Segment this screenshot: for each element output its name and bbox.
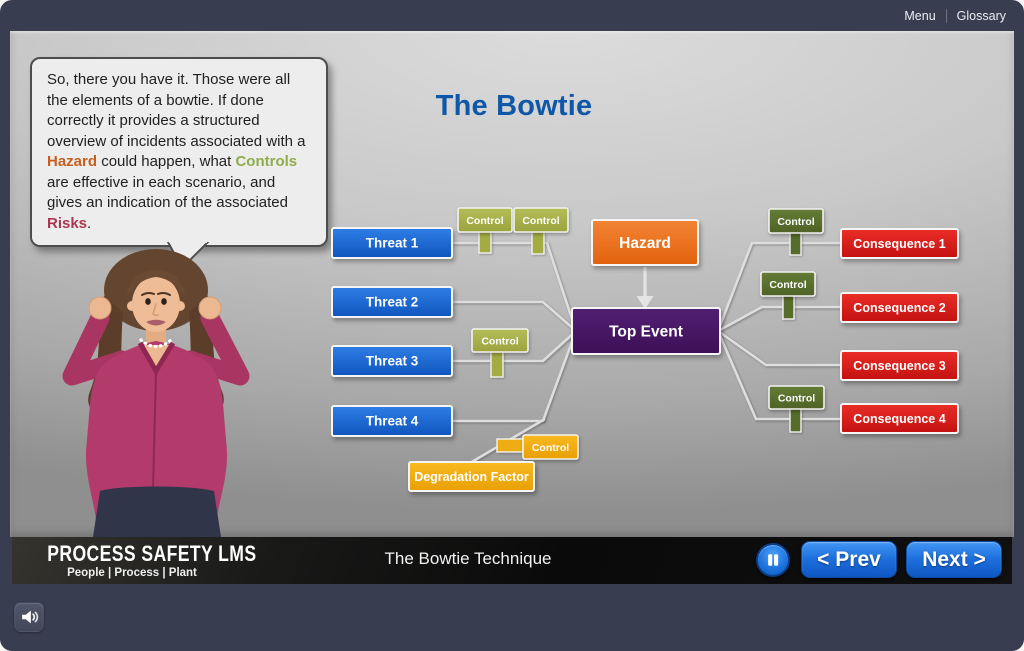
- narration-controls-word: Controls: [235, 153, 298, 171]
- connector-threat-2: [452, 300, 577, 332]
- top-bar: Menu Glossary: [0, 0, 1024, 31]
- consequence-4-box: Consequence 4: [840, 403, 959, 434]
- svg-text:Control: Control: [522, 215, 559, 227]
- control-box-degradation: Control: [522, 434, 579, 460]
- threat-4-box: Threat 4: [331, 405, 453, 437]
- barrier-stem-right-4: [789, 406, 802, 433]
- consequence-2-box: Consequence 2: [840, 292, 959, 323]
- svg-text:Degradation Factor: Degradation Factor: [414, 470, 529, 484]
- lesson-title: The Bowtie Technique: [384, 549, 552, 568]
- menu-button[interactable]: Menu: [904, 8, 936, 23]
- threat-3-box: Threat 3: [331, 345, 453, 377]
- barrier-stem-degradation: [496, 438, 524, 453]
- threat-1-box: Threat 1: [331, 227, 453, 259]
- svg-text:Control: Control: [532, 442, 569, 454]
- svg-text:Threat 1: Threat 1: [366, 236, 419, 251]
- svg-text:Control: Control: [777, 216, 814, 228]
- bottom-bar: PROCESS SAFETY LMS People | Process | Pl…: [12, 537, 1012, 584]
- narration-hazard-word: Hazard: [47, 153, 98, 171]
- pause-button[interactable]: [756, 543, 790, 577]
- consequence-3-box: Consequence 3: [840, 350, 959, 381]
- narration-text: So, there you have it. Those were all th…: [47, 71, 306, 150]
- control-box-left-3: Control: [471, 328, 529, 353]
- svg-text:Consequence 4: Consequence 4: [853, 412, 945, 426]
- brand-name: PROCESS SAFETY LMS: [47, 541, 257, 566]
- connector-consequence-4: [716, 330, 842, 421]
- svg-text:Control: Control: [466, 215, 503, 227]
- barrier-stem-left-3: [490, 349, 504, 378]
- control-box-right-4: Control: [768, 385, 825, 410]
- connector-threat-1: [452, 241, 578, 332]
- glossary-button[interactable]: Glossary: [956, 8, 1006, 23]
- narration-text: .: [87, 214, 92, 232]
- narration-text: are effective in each scenario, and give…: [47, 173, 288, 212]
- connector-consequence-3: [717, 329, 842, 367]
- hazard-box: Hazard: [591, 219, 699, 266]
- control-box-right-2: Control: [760, 271, 816, 297]
- svg-text:Threat 3: Threat 3: [366, 354, 419, 369]
- audio-button[interactable]: [14, 602, 44, 632]
- svg-text:Control: Control: [769, 279, 806, 291]
- svg-text:Consequence 2: Consequence 2: [853, 301, 945, 315]
- svg-text:Control: Control: [481, 336, 518, 348]
- barrier-stem-right-2: [782, 293, 795, 320]
- narration-text: could happen, what: [97, 153, 236, 171]
- hazard-arrow: [636, 267, 654, 309]
- svg-text:Top Event: Top Event: [609, 324, 683, 341]
- connector-threat-3: [452, 330, 577, 363]
- prev-button[interactable]: < Prev: [801, 541, 897, 578]
- control-box-left-1: Control: [457, 207, 513, 233]
- top-bar-divider: [945, 8, 947, 23]
- svg-text:Consequence 3: Consequence 3: [853, 359, 945, 373]
- control-box-left-2: Control: [513, 207, 569, 233]
- top-event-box: Top Event: [571, 307, 721, 355]
- control-box-right-1: Control: [768, 208, 824, 234]
- narration-bubble: So, there you have it. Those were all th…: [30, 57, 328, 248]
- connector-consequence-1: [716, 241, 842, 332]
- next-button[interactable]: Next >: [906, 541, 1002, 578]
- brand-tagline: People | Process | Plant: [67, 567, 197, 579]
- presenter-illustration: [62, 249, 250, 537]
- svg-text:Hazard: Hazard: [619, 235, 671, 252]
- svg-text:Threat 4: Threat 4: [366, 414, 419, 429]
- bowtie-diagram: Control Control Control Control Control …: [331, 207, 959, 492]
- connector-consequence-2: [717, 305, 842, 333]
- svg-text:Consequence 1: Consequence 1: [853, 237, 945, 251]
- consequence-1-box: Consequence 1: [840, 228, 959, 259]
- svg-text:Threat 2: Threat 2: [366, 295, 419, 310]
- svg-text:Control: Control: [778, 393, 815, 405]
- narration-risks-word: Risks: [47, 214, 88, 232]
- brand-logo: PROCESS SAFETY LMS People | Process | Pl…: [26, 541, 257, 579]
- slide-title: The Bowtie: [435, 90, 593, 122]
- pause-icon: [768, 554, 779, 566]
- degradation-factor-box: Degradation Factor: [408, 461, 535, 492]
- speaker-icon: [22, 610, 39, 624]
- threat-2-box: Threat 2: [331, 286, 453, 318]
